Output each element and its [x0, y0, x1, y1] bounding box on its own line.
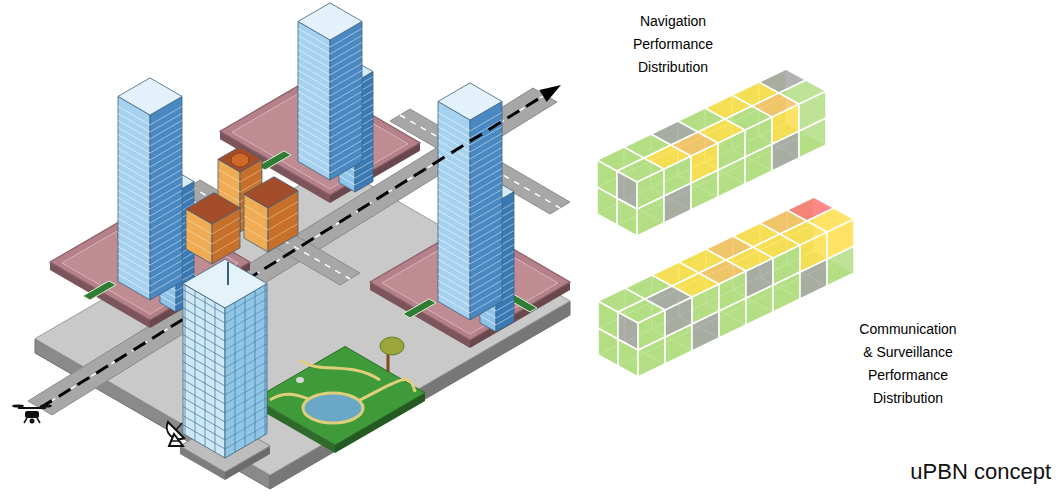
drone-rotor	[12, 404, 24, 407]
low-rise-roof	[244, 177, 298, 208]
glass-building-left-face	[183, 284, 225, 458]
glass-building-window-line	[183, 290, 225, 314]
glass-building-window-line	[225, 290, 267, 314]
low-rise-window-line	[212, 228, 240, 244]
pond	[303, 393, 363, 423]
park	[255, 346, 425, 445]
glass-building-mullion	[205, 296, 206, 446]
grass-strip	[403, 299, 436, 318]
caption-text: uPBN concept	[910, 459, 1051, 484]
tower-window-line	[298, 28, 330, 47]
tower-left-face	[118, 96, 150, 300]
glass-building-mullion	[185, 285, 186, 435]
tree-crown	[380, 337, 404, 355]
low-rise-window-line	[212, 238, 240, 254]
glass-building-mullion	[255, 291, 256, 441]
low-rise-window-line	[186, 219, 212, 234]
drone-rotor	[40, 404, 52, 407]
tower-right-face	[470, 101, 502, 320]
low-rise-window-line	[244, 216, 268, 230]
glass-building-mullion	[265, 285, 266, 435]
glass-building-mullion	[235, 302, 236, 452]
drone-camera	[30, 419, 35, 424]
tower-window-line	[150, 106, 182, 125]
low-rise-roof	[218, 147, 262, 173]
drone-body	[25, 411, 39, 418]
voxel-top-face	[807, 208, 854, 232]
tower-left-face	[438, 101, 470, 320]
roof-antenna	[227, 262, 229, 285]
voxel-top-face	[779, 80, 826, 104]
tower-left-face	[298, 21, 330, 180]
grass-strip	[258, 151, 291, 170]
low-rise-window-line	[268, 202, 298, 219]
label-text: Communication & Surveillance Performance…	[859, 321, 956, 406]
low-rise-window-line	[218, 169, 240, 182]
low-rise-window-line	[244, 227, 268, 241]
glass-building-roof	[183, 259, 267, 308]
arrowhead	[539, 85, 561, 102]
tower-window-line	[330, 28, 362, 47]
label-text: Navigation Performance Distribution	[633, 13, 713, 75]
tower-right-face	[330, 21, 362, 180]
low-rise-window-line	[218, 179, 240, 192]
tower-window-line	[118, 106, 150, 125]
tower-window-line	[438, 112, 470, 131]
grid-label: Navigation Performance Distribution	[623, 10, 723, 79]
drone-icon	[12, 404, 52, 423]
grid-label: Communication & Surveillance Performance…	[855, 318, 961, 410]
antenna-icon	[167, 422, 184, 446]
glass-building-mullion	[245, 296, 246, 446]
low-rise-window-line	[240, 169, 262, 182]
low-rise-window-line	[212, 218, 240, 234]
tower-right-face	[150, 96, 182, 300]
glass-building-right-face	[225, 284, 267, 458]
rock	[296, 377, 304, 383]
glass-building-mullion	[195, 291, 196, 441]
tower-roof	[438, 83, 502, 120]
drone-leg	[24, 418, 27, 423]
tower-window-line	[470, 112, 502, 131]
tower-roof	[118, 78, 182, 115]
park-path	[300, 360, 380, 380]
drone-arm	[18, 407, 46, 409]
glass-building-mullion	[215, 302, 216, 452]
caption: uPBN concept	[910, 458, 1051, 486]
antenna-mount	[171, 440, 180, 442]
low-rise-window-line	[268, 213, 298, 230]
low-rise-roof	[186, 193, 240, 224]
antenna-feed	[176, 423, 182, 430]
flight-path	[40, 96, 543, 408]
drone-leg	[37, 418, 40, 423]
grass-strip	[83, 281, 116, 300]
low-rise-window-line	[244, 205, 268, 219]
antenna-mount	[169, 434, 183, 446]
dome	[231, 153, 249, 167]
low-rise-window-line	[268, 224, 298, 241]
